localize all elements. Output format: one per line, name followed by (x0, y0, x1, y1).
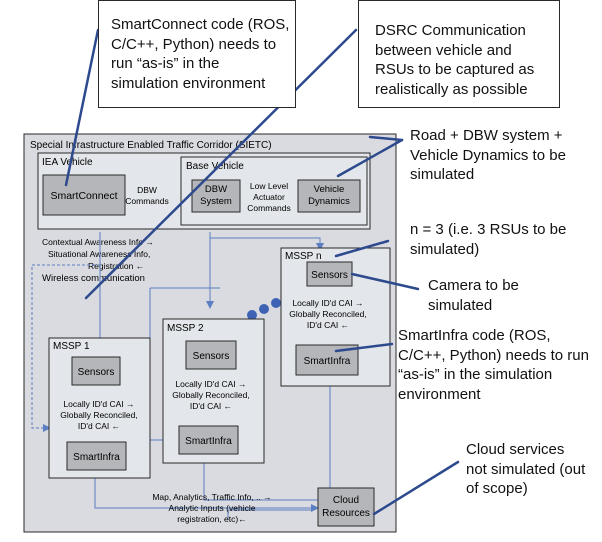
vehicle-dynamics-box (297, 179, 361, 213)
base-vehicle-label: Base Vehicle (186, 161, 244, 172)
wireless-dots (247, 298, 281, 320)
contextual-info-label: Contextual Awareness Info → (42, 237, 154, 247)
dsrc-callout-line (84, 28, 358, 300)
smartconnect-note: SmartConnect code (ROS, C/C++, Python) n… (111, 16, 290, 92)
cloud-resources-box (317, 487, 375, 527)
mssp-n-sensors-label: Sensors (311, 270, 348, 281)
mssp-n-label: MSSP n (285, 251, 322, 262)
road-callout-line-a (336, 138, 404, 178)
smartinfra-callout-line (334, 342, 394, 353)
wireless-dot-icon (271, 298, 281, 308)
rsu-note: n = 3 (i.e. 3 RSUs to be simulated) (410, 221, 567, 258)
corridor-title: Special Infrastructure Enabled Traffic C… (30, 140, 272, 151)
mssp-2-label: MSSP 2 (167, 323, 204, 334)
mssp-1-label: MSSP 1 (53, 341, 90, 352)
smartconnect-callout: SmartConnect code (ROS, C/C++, Python) n… (98, 0, 296, 108)
mssp-1-smartinfra-label: SmartInfra (73, 452, 120, 463)
smartconnect-box (42, 174, 126, 216)
smartconnect-callout-line (64, 28, 100, 187)
mssp-n-sensors-box (306, 261, 353, 287)
mssp-n-smartinfra-label: SmartInfra (304, 356, 351, 367)
rsu-callout-line (334, 239, 390, 258)
mssp-2-smartinfra-box (178, 425, 239, 455)
dsrc-note: DSRC Communication between vehicle and R… (375, 22, 535, 98)
mssp-2-sensors-label: Sensors (193, 351, 230, 362)
mssp-2-smartinfra-label: SmartInfra (185, 436, 232, 447)
mssp-2-cai-label: Locally ID'd CAI →Globally Reconciled,ID… (172, 379, 249, 411)
mssp-1-smartinfra-box (66, 441, 127, 471)
wireless-label: Wireless communication (42, 273, 145, 284)
situational-info-label: Situational Awareness Info, (48, 249, 150, 259)
dsrc-callout: DSRC Communication between vehicle and R… (358, 0, 560, 108)
cloud-callout-line (372, 460, 460, 516)
cloud-link-label: Map, Analytics, Traffic Info, .. →Analyt… (152, 492, 271, 524)
mssp-1-sensors-box (71, 356, 121, 386)
callout-lines (64, 28, 460, 516)
smartconnect-label: SmartConnect (50, 190, 117, 202)
smartinfra-note: SmartInfra code (ROS, C/C++, Python) nee… (398, 327, 589, 403)
road-callout-line-b (368, 135, 404, 142)
camera-note: Camera to be simulated (428, 277, 519, 314)
road-dbw-note: Road + DBW system + Vehicle Dynamics to … (410, 127, 566, 183)
wireless-dot-icon (259, 304, 269, 314)
mssp-1-cai-label: Locally ID'd CAI →Globally Reconciled,ID… (60, 399, 137, 431)
cloud-note: Cloud services not simulated (out of sco… (466, 441, 586, 497)
mssp-1-sensors-label: Sensors (78, 367, 115, 378)
mssp-n-cai-label: Locally ID'd CAI →Globally Reconciled,ID… (289, 298, 366, 330)
camera-callout-line (350, 272, 420, 291)
mssp-2-sensors-box (185, 340, 237, 370)
wireless-dot-icon (247, 310, 257, 320)
registration-label: Registration ← (88, 261, 144, 271)
iea-vehicle-label: IEA Vehicle (42, 157, 93, 168)
